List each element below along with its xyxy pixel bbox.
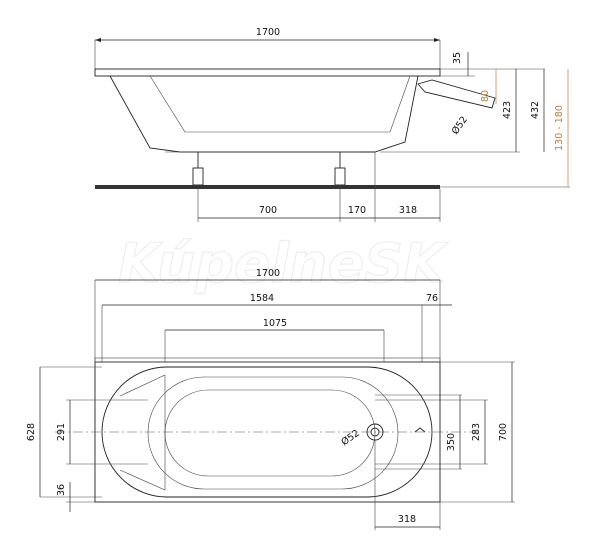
top-drain-diameter-label: Ø52 xyxy=(339,428,361,448)
side-view: 1700 35 80 423 432 xyxy=(94,27,570,222)
overflow-mark xyxy=(414,427,426,433)
tub-body-profile xyxy=(109,75,419,153)
rim-side-label: 36 xyxy=(56,484,67,496)
side-drain-to-end-label: 318 xyxy=(399,205,417,216)
top-length-label: 1700 xyxy=(256,268,280,279)
bottom-length-label: 1075 xyxy=(263,318,287,329)
overflow-pipe xyxy=(417,79,496,109)
top-view: 1700 1584 76 1075 Ø52 628 291 xyxy=(26,268,515,530)
top-drain-to-end-label: 318 xyxy=(398,514,416,525)
rim-height-label: 35 xyxy=(452,52,463,64)
drain-offset-a-label: 350 xyxy=(446,433,457,451)
side-length-label: 1700 xyxy=(256,27,280,38)
bottom-width-label: 291 xyxy=(56,423,67,441)
drain-offset-b-label: 283 xyxy=(471,423,482,441)
tub-rim xyxy=(94,68,441,77)
width-label: 700 xyxy=(498,423,509,441)
leg-adjust-label: 130 - 180 xyxy=(554,105,565,151)
leg-spacing-label: 700 xyxy=(259,205,277,216)
side-drain-diameter-label: Ø52 xyxy=(450,114,470,136)
floor-line xyxy=(95,185,440,189)
watermark-logo: KúpelneSK xyxy=(118,232,449,295)
tub-inner-bowl xyxy=(101,366,433,498)
depth-total-label: 432 xyxy=(530,101,541,119)
leg-left xyxy=(192,152,204,186)
tub-bottom-area xyxy=(147,376,399,490)
depth-inner-label: 423 xyxy=(502,101,513,119)
overflow-offset-label: 80 xyxy=(480,90,491,102)
leg-to-drain-label: 170 xyxy=(348,205,366,216)
end-offset-label: 76 xyxy=(426,293,438,304)
inner-length-label: 1584 xyxy=(250,293,274,304)
inner-width-label: 628 xyxy=(26,423,37,441)
leg-right xyxy=(334,152,346,186)
